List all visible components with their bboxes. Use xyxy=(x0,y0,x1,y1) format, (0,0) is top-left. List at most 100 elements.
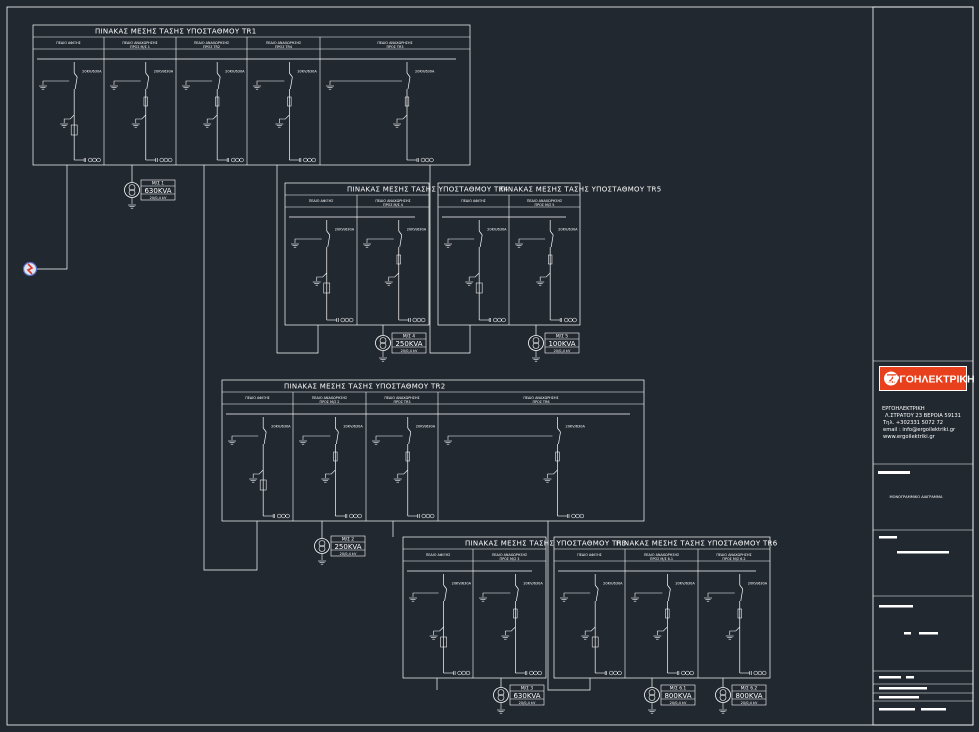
switch-rating-label: 20KV/630A xyxy=(748,582,768,586)
transformer-rating: 800KVA xyxy=(664,692,691,700)
cell-header: ΠΕΔΙΟ ΑΝΑΧΩΡΗΣΗΣ xyxy=(384,396,419,400)
interconnection-wires xyxy=(37,165,724,691)
switch-rating-label: 20KV/630A xyxy=(82,70,102,74)
switch-rating-label: 20KV/630A xyxy=(154,70,174,74)
cell-tr2-1: 20KV/630A xyxy=(299,417,363,519)
cell-tr3-0: 20KV/630A xyxy=(409,574,472,676)
switch-rating-label: 20KV/630A xyxy=(675,582,695,586)
vt-symbol xyxy=(591,636,599,648)
panel-title: ΠΙΝΑΚΑΣ ΜΕΣΗΣ ΤΑΣΗΣ ΥΠΟΣΤΑΘΜΟΥ TR6 xyxy=(616,540,778,548)
drawing-border xyxy=(6,6,974,726)
logo-text: ΕΡΓΟΗΛΕΚΤΡΙΚΗ xyxy=(885,374,974,386)
fuse-symbol xyxy=(555,451,560,462)
vt-symbol xyxy=(70,124,78,136)
transformer-voltage: 20/0,4 kV xyxy=(554,349,571,353)
transformer-rating: 100KVA xyxy=(548,340,575,348)
cell-header-sub: ΠΡΟΣ TR4 xyxy=(275,45,292,49)
transformer-label-box xyxy=(731,684,767,706)
cell-header: ΠΕΔΙΟ ΑΦΙΞΗΣ xyxy=(461,199,486,203)
transformer-name: Μ/Σ 6.1 xyxy=(670,686,687,692)
transformer-rating: 630KVA xyxy=(144,187,171,195)
panel-frame xyxy=(32,24,471,166)
transformer-name: Μ/Σ 1 xyxy=(152,181,164,187)
transformer-voltage: 20/0,4 kV xyxy=(519,701,536,705)
switch-rating-label: 20KV/630A xyxy=(297,70,317,74)
transformer-name: Μ/Σ 2 xyxy=(342,537,354,543)
company-name: ΕΡΓΟΗΛΕΚΤΡΙΚΗ xyxy=(882,406,925,412)
cell-tr2-0: 20KV/630A xyxy=(228,417,291,519)
switch-rating-label: 20KV/630A xyxy=(343,425,363,429)
cell-header: ΠΕΔΙΟ ΑΦΙΞΗΣ xyxy=(56,41,81,45)
vt-symbol xyxy=(259,479,267,491)
transformer-label-box xyxy=(509,684,545,706)
switch-rating-label: 20KV/630A xyxy=(565,425,585,429)
switch-rating-label: 20KV/630A xyxy=(452,582,472,586)
cell-header: ΠΕΔΙΟ ΑΦΙΞΗΣ xyxy=(309,199,334,203)
cell-header-sub: ΠΡΟΣ TR2 xyxy=(203,45,220,49)
panel-title: ΠΙΝΑΚΑΣ ΜΕΣΗΣ ΤΑΣΗΣ ΥΠΟΣΤΑΘΜΟΥ TR3 xyxy=(465,540,626,548)
cell-tr1-1: 20KV/630A xyxy=(110,62,174,163)
cell-header: ΠΕΔΙΟ ΑΝΑΧΩΡΗΣΗΣ xyxy=(266,41,301,45)
transformer-voltage: 20/0,4 kV xyxy=(150,196,167,200)
cell-header: ΠΕΔΙΟ ΑΝΑΧΩΡΗΣΗΣ xyxy=(122,41,157,45)
cell-tr3-1: 20KV/630A xyxy=(479,574,543,676)
cell-tr1-3: 20KV/630A xyxy=(253,62,317,163)
transformer-label-box xyxy=(544,332,580,354)
cell-tr2-3: 20KV/630A xyxy=(444,417,585,519)
cell-tr1-0: 20KV/630A xyxy=(39,62,102,163)
cell-header-sub: ΠΡΟΣ Μ/Σ 6.2 xyxy=(722,557,745,561)
fuse-symbol xyxy=(548,254,553,265)
transformer-voltage: 20/0,4 kV xyxy=(340,552,357,556)
cell-header-sub: ΠΡΟΣ Μ/Σ 6.1 xyxy=(650,557,673,561)
cell-tr5-0: 20KV/630A xyxy=(444,220,507,323)
cell-header: ΠΕΔΙΟ ΑΝΑΧΩΡΗΣΗΣ xyxy=(716,553,751,557)
fuse-symbol xyxy=(665,608,670,619)
transformer-voltage: 20/0,4 kV xyxy=(670,701,687,705)
panel-title: ΠΙΝΑΚΑΣ ΜΕΣΗΣ ΤΑΣΗΣ ΥΠΟΣΤΑΘΜΟΥ TR4 xyxy=(347,186,509,194)
transformer-label-box xyxy=(391,332,427,354)
cell-header: ΠΕΔΙΟ ΑΦΙΞΗΣ xyxy=(426,553,451,557)
transformer-label-box xyxy=(330,535,366,557)
switch-rating-label: 20KV/630A xyxy=(415,70,435,74)
cell-header: ΠΕΔΙΟ ΑΝΑΧΩΡΗΣΗΣ xyxy=(377,41,412,45)
switch-rating-label: 20KV/630A xyxy=(407,228,427,232)
transformer-rating: 630KVA xyxy=(513,692,540,700)
fuse-symbol xyxy=(215,96,220,107)
company-web: www.ergoilektriki.gr xyxy=(883,434,936,440)
cell-header: ΠΕΔΙΟ ΑΦΙΞΗΣ xyxy=(577,553,602,557)
panel-title: ΠΙΝΑΚΑΣ ΜΕΣΗΣ ΤΑΣΗΣ ΥΠΟΣΤΑΘΜΟΥ TR1 xyxy=(95,28,256,36)
fuse-symbol xyxy=(396,254,401,265)
title-block-frame xyxy=(872,6,974,726)
cell-tr6-2: 20KV/630A xyxy=(704,574,768,676)
cell-header-sub: ΠΡΟΣ TR6 xyxy=(532,400,549,404)
fuse-symbol xyxy=(737,608,742,619)
company-phone: Τηλ. +302331 5072 72 xyxy=(882,420,943,426)
transformer-voltage: 20/0,4 kV xyxy=(741,701,758,705)
fuse-symbol xyxy=(143,96,148,107)
panel-tr6: ΠΙΝΑΚΑΣ ΜΕΣΗΣ ΤΑΣΗΣ ΥΠΟΣΤΑΘΜΟΥ TR6ΠΕΔΙΟ … xyxy=(553,536,778,679)
logo-background xyxy=(880,367,966,390)
cell-tr4-1: 20KV/630A xyxy=(363,220,427,323)
cell-header: ΠΕΔΙΟ ΑΝΑΧΩΡΗΣΗΣ xyxy=(644,553,679,557)
switch-rating-label: 20KV/630A xyxy=(558,228,578,232)
fuse-symbol xyxy=(513,608,518,619)
incoming-supply-symbol[interactable] xyxy=(22,261,38,277)
cell-header: ΠΕΔΙΟ ΑΝΑΧΩΡΗΣΗΣ xyxy=(312,396,347,400)
panel-tr5: ΠΙΝΑΚΑΣ ΜΕΣΗΣ ΤΑΣΗΣ ΥΠΟΣΤΑΘΜΟΥ TR5ΠΕΔΙΟ … xyxy=(437,182,661,326)
panel-tr3: ΠΙΝΑΚΑΣ ΜΕΣΗΣ ΤΑΣΗΣ ΥΠΟΣΤΑΘΜΟΥ TR3ΠΕΔΙΟ … xyxy=(402,536,626,679)
cell-header-sub: ΠΡΟΣ Μ/Σ 3 xyxy=(500,557,520,561)
cell-header: ΠΕΔΙΟ ΑΝΑΧΩΡΗΣΗΣ xyxy=(492,553,527,557)
cell-header-sub: ΠΡΟΣ TR3 xyxy=(393,400,410,404)
cell-header-sub: ΠΡΟΣ Μ/Σ 5 xyxy=(535,203,555,207)
cell-tr6-0: 20KV/630A xyxy=(560,574,623,676)
switchgear-panels: ΠΙΝΑΚΑΣ ΜΕΣΗΣ ΤΑΣΗΣ ΥΠΟΣΤΑΘΜΟΥ TR1ΠΕΔΙΟ … xyxy=(32,24,778,679)
panel-tr4: ΠΙΝΑΚΑΣ ΜΕΣΗΣ ΤΑΣΗΣ ΥΠΟΣΤΑΘΜΟΥ TR4ΠΕΔΙΟ … xyxy=(284,182,509,326)
cell-header-sub: ΠΡΟΣ Μ/Σ 2 xyxy=(320,400,340,404)
